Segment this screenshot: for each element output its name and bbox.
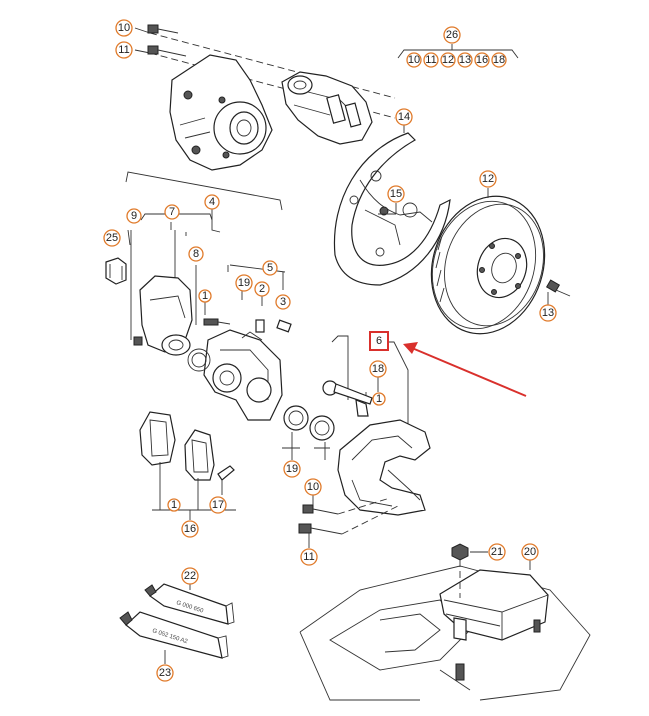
callout-11-top: 11 <box>115 41 133 59</box>
svg-text:16: 16 <box>184 523 196 535</box>
callout-4: 4 <box>204 194 220 210</box>
splash-shield <box>333 120 451 286</box>
callout-9: 9 <box>126 208 142 224</box>
carrier-bolt <box>322 380 373 405</box>
caliper-carrier <box>187 329 283 421</box>
callout-14: 14 <box>395 108 413 126</box>
bolt-top-2 <box>147 45 187 57</box>
callout-18: 18 <box>369 360 387 378</box>
callout-11-bottom: 11 <box>300 548 318 566</box>
bleeder-bolts <box>203 318 292 333</box>
callout-12: 12 <box>479 170 497 188</box>
callout-25: 25 <box>103 229 121 247</box>
knuckle-caliper-assembly <box>134 24 396 171</box>
cap-part <box>105 257 127 285</box>
svg-text:19: 19 <box>286 463 298 475</box>
screw-13 <box>545 279 571 305</box>
callout-10-bottom: 10 <box>304 478 322 496</box>
control-unit <box>439 569 549 641</box>
callout-21: 21 <box>488 543 506 561</box>
svg-text:1: 1 <box>202 290 208 302</box>
callout-26-16: 16 <box>474 52 490 68</box>
svg-text:15: 15 <box>390 188 402 200</box>
brake-disc <box>430 188 546 335</box>
callout-3: 3 <box>275 294 291 310</box>
svg-text:3: 3 <box>280 296 286 308</box>
svg-text:21: 21 <box>491 546 503 558</box>
caliper-exploded <box>105 171 292 421</box>
svg-text:6: 6 <box>376 335 382 347</box>
brake-carrier-bracket <box>322 335 431 516</box>
callout-13: 13 <box>539 304 557 322</box>
callout-26-13: 13 <box>457 52 473 68</box>
svg-text:12: 12 <box>442 54 454 66</box>
grease-tubes: G 000 650 G 052 150 A2 <box>119 583 235 664</box>
callout-7: 7 <box>164 204 180 220</box>
svg-text:17: 17 <box>212 499 224 511</box>
svg-text:13: 13 <box>459 54 471 66</box>
svg-text:8: 8 <box>193 248 199 260</box>
svg-text:7: 7 <box>169 206 175 218</box>
bolt-top-1 <box>147 24 179 34</box>
callout-26-11: 11 <box>423 52 439 68</box>
svg-text:12: 12 <box>482 173 494 185</box>
svg-text:25: 25 <box>106 232 118 244</box>
svg-text:18: 18 <box>372 363 384 375</box>
callout-19-upper: 19 <box>235 274 253 292</box>
svg-text:10: 10 <box>307 481 319 493</box>
svg-text:11: 11 <box>303 551 314 563</box>
svg-text:22: 22 <box>184 570 196 582</box>
svg-text:20: 20 <box>524 546 536 558</box>
callout-1-bracket: 1 <box>372 392 386 406</box>
callout-15: 15 <box>387 185 405 203</box>
callout-22: 22 <box>181 567 199 585</box>
svg-text:10: 10 <box>408 54 420 66</box>
tube-23: G 052 150 A2 <box>119 611 229 664</box>
callout-20: 20 <box>521 543 539 561</box>
callout-5: 5 <box>262 260 278 276</box>
callout-26: 26 <box>443 26 461 44</box>
callout-26-12: 12 <box>440 52 456 68</box>
svg-text:19: 19 <box>238 277 250 289</box>
callout-1-left: 1 <box>198 289 212 303</box>
callout-26-18: 18 <box>491 52 507 68</box>
callout-19-lower: 19 <box>283 460 301 478</box>
piston-housing <box>133 275 193 356</box>
callout-8: 8 <box>188 246 204 262</box>
callout-2: 2 <box>254 281 270 297</box>
svg-text:2: 2 <box>259 283 265 295</box>
svg-text:14: 14 <box>398 111 410 123</box>
callout-10-top: 10 <box>115 19 133 37</box>
callout-group-26 <box>397 44 519 59</box>
svg-text:11: 11 <box>425 54 436 66</box>
body-and-control-unit <box>299 543 591 701</box>
brake-pads <box>139 411 236 520</box>
screw-15 <box>378 203 397 215</box>
svg-text:18: 18 <box>493 54 505 66</box>
svg-text:26: 26 <box>446 29 458 41</box>
callout-26-10: 10 <box>406 52 422 68</box>
callout-1-pads: 1 <box>167 498 181 512</box>
highlight-arrow <box>403 342 527 397</box>
bracket-bolts <box>298 495 401 548</box>
svg-text:10: 10 <box>118 22 130 34</box>
callout-17: 17 <box>209 496 227 514</box>
rings-19 <box>282 405 335 460</box>
tube-22: G 000 650 <box>144 583 235 625</box>
svg-text:11: 11 <box>118 44 129 56</box>
svg-text:23: 23 <box>159 667 171 679</box>
nut-21 <box>451 543 488 598</box>
svg-text:1: 1 <box>376 393 382 405</box>
svg-text:5: 5 <box>267 262 273 274</box>
svg-text:9: 9 <box>131 210 137 222</box>
callout-6-highlighted: 6 <box>369 331 389 351</box>
callout-16: 16 <box>181 520 199 538</box>
svg-text:1: 1 <box>171 499 177 511</box>
callout-23: 23 <box>156 664 174 682</box>
pad-clip <box>217 465 235 481</box>
svg-text:16: 16 <box>476 54 488 66</box>
svg-text:4: 4 <box>209 196 215 208</box>
svg-text:13: 13 <box>542 307 554 319</box>
